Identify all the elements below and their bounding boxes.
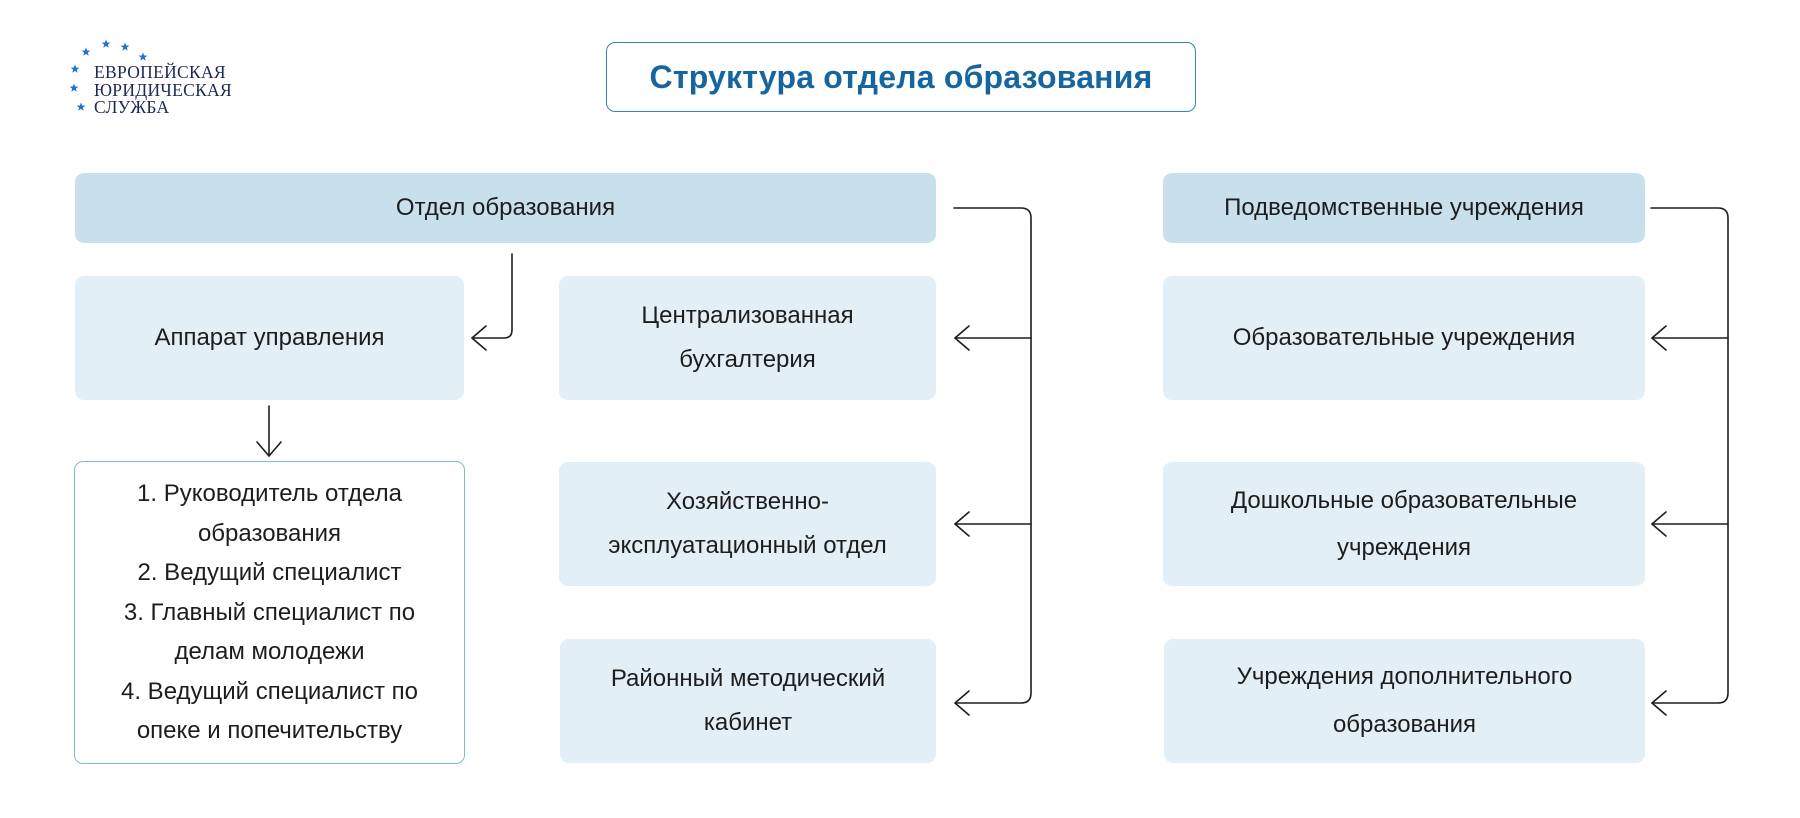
arrowhead-right-3	[1651, 690, 1667, 716]
logo-star-2	[101, 39, 111, 48]
logo-star-7	[76, 102, 86, 111]
institution-box-educational: Образовательные учреждения	[1163, 276, 1645, 400]
page-title: Структура отдела образования	[649, 58, 1153, 95]
institution-label-additional: Учреждения дополнительного образования	[1236, 663, 1573, 738]
logo-star-1	[81, 47, 91, 56]
logo-line-1: ЕВРОПЕЙСКАЯ	[94, 62, 226, 82]
arrowhead-left-1	[954, 325, 970, 351]
institution-label-preschool: Дошкольные образовательные учреждения	[1230, 487, 1578, 561]
connector-root-to-apparatus	[471, 253, 513, 339]
logo-star-3	[120, 42, 130, 51]
institution-box-additional: Учреждения дополнительного образования	[1164, 639, 1645, 763]
education-department-box: Отдел образования	[75, 173, 936, 243]
logo-star-4	[138, 52, 148, 61]
logo-line-3: СЛУЖБА	[94, 97, 170, 117]
connector-right-bracket	[1650, 207, 1729, 704]
logo-star-5	[70, 64, 80, 73]
subordinate-institutions-box: Подведомственные учреждения	[1163, 173, 1645, 243]
arrowhead-apparatus	[471, 325, 487, 351]
unit-box-maintenance: Хозяйственно-эксплуатационный отдел	[559, 462, 936, 586]
staff-list-box: 1. Руководитель отдела образования 2. Ве…	[74, 461, 465, 764]
logo-line-2: ЮРИДИЧЕСКАЯ	[94, 79, 232, 100]
logo: ЕВРОПЕЙСКАЯ ЮРИДИЧЕСКАЯ СЛУЖБА	[66, 38, 266, 123]
staff-list-text: 1. Руководитель отдела образования 2. Ве…	[121, 480, 418, 745]
management-apparatus-label: Аппарат управления	[154, 324, 385, 351]
arrowhead-right-2	[1651, 511, 1667, 537]
logo-stars-icon	[69, 39, 148, 111]
subordinate-institutions-label: Подведомственные учреждения	[1224, 194, 1584, 221]
institution-box-preschool: Дошкольные образовательные учреждения	[1163, 462, 1645, 586]
unit-box-methodical: Районный методический кабинет	[560, 639, 936, 763]
management-apparatus-box: Аппарат управления	[75, 276, 464, 400]
title-box: Структура отдела образования	[606, 42, 1196, 112]
logo-text: ЕВРОПЕЙСКАЯ ЮРИДИЧЕСКАЯ СЛУЖБА	[94, 62, 232, 117]
unit-label-maintenance: Хозяйственно-эксплуатационный отдел	[608, 488, 887, 559]
connector-left-bracket	[953, 207, 1032, 704]
unit-label-methodical: Районный методический кабинет	[610, 665, 886, 736]
logo-star-6	[69, 83, 79, 92]
unit-label-accounting: Централизованная бухгалтерия	[641, 302, 854, 373]
unit-box-accounting: Централизованная бухгалтерия	[559, 276, 936, 400]
arrowhead-right-1	[1651, 325, 1667, 351]
institution-label-educational: Образовательные учреждения	[1232, 324, 1576, 351]
arrowhead-left-2	[954, 511, 970, 537]
arrowhead-left-3	[954, 690, 970, 716]
education-department-label: Отдел образования	[395, 194, 616, 221]
arrowhead-staff	[256, 441, 282, 457]
